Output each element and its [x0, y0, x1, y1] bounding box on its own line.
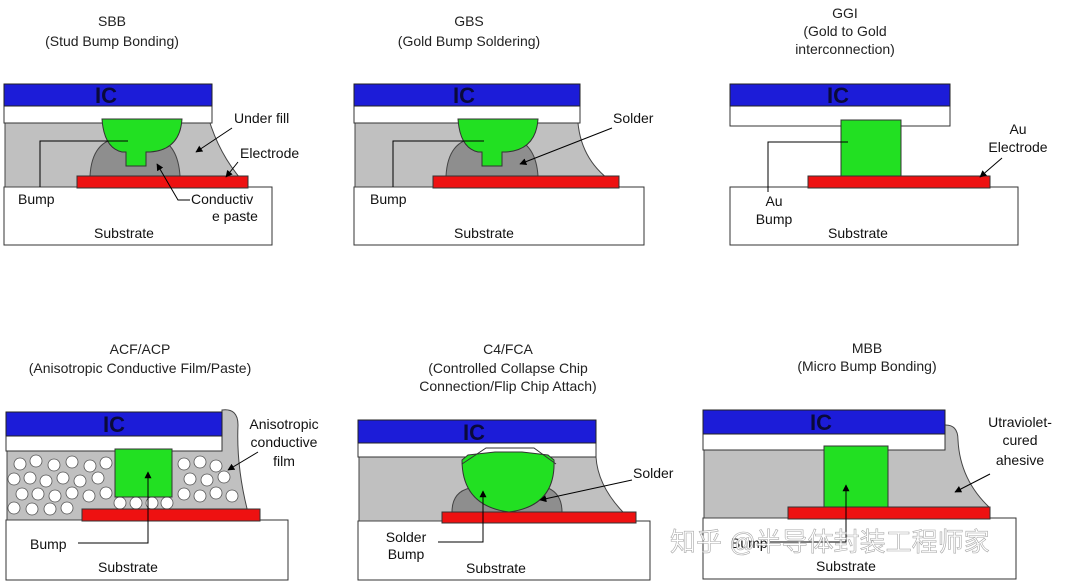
- ggi-au-bump: [840, 119, 902, 178]
- mbb-subtitle: (Micro Bump Bonding): [797, 358, 936, 374]
- acf-bump-label: Bump: [30, 536, 67, 552]
- gbs-bump-label: Bump: [370, 191, 407, 207]
- acf-substrate-label: Substrate: [98, 559, 158, 575]
- sbb-paste-arrow: [156, 163, 190, 201]
- mbb-title: MBB: [852, 340, 882, 356]
- gbs-electrode: [432, 175, 620, 189]
- ggi-subtitle-1: (Gold to Gold: [803, 23, 886, 39]
- acf-passivation: [5, 435, 223, 452]
- gbs-substrate: [353, 186, 645, 246]
- sbb-title: SBB: [98, 13, 126, 29]
- acf-film-arrow: [227, 451, 259, 471]
- ggi-substrate-label: Substrate: [828, 225, 888, 241]
- acf-subtitle: (Anisotropic Conductive Film/Paste): [29, 360, 252, 376]
- ggi-bump-label-2: Bump: [756, 211, 793, 227]
- ggi-bump-leader: [767, 141, 848, 192]
- mbb-ic-chip: [702, 409, 946, 435]
- sbb-ic-label: IC: [95, 83, 117, 108]
- sbb-stud-bump: [101, 118, 183, 167]
- ggi-subtitle-2: interconnection): [795, 41, 895, 57]
- ggi-electrode-arrow: [979, 157, 1003, 178]
- acf-film-label-3: film: [273, 453, 295, 469]
- gbs-bump-leader: [392, 140, 484, 187]
- gbs-ic-chip: [353, 83, 581, 107]
- sbb-bump-leader: [39, 140, 128, 187]
- ggi-substrate: [729, 186, 1019, 246]
- mbb-electrode: [787, 506, 991, 520]
- sbb-substrate-label: Substrate: [94, 225, 154, 241]
- mbb-bump-arrow: [770, 484, 850, 543]
- c4-title: C4/FCA: [483, 341, 533, 357]
- sbb-subtitle: (Stud Bump Bonding): [45, 33, 179, 49]
- c4-bump-label-2: Bump: [388, 546, 425, 562]
- c4-solder-label: Solder: [633, 465, 674, 481]
- panel-gbs: GBS (Gold Bump Soldering) IC Solder Bump…: [353, 13, 654, 246]
- c4-subtitle-2: Connection/Flip Chip Attach): [419, 378, 596, 394]
- panel-sbb: SBB (Stud Bump Bonding) IC Under fill El…: [3, 13, 299, 246]
- ggi-ic-label: IC: [827, 83, 849, 108]
- sbb-paste-label-1: Conductiv: [191, 191, 253, 207]
- acf-conductive-particles: [7, 454, 239, 516]
- sbb-electrode-label: Electrode: [240, 145, 299, 161]
- gbs-gold-bump: [457, 118, 539, 167]
- acf-title: ACF/ACP: [110, 341, 171, 357]
- c4-electrode: [441, 511, 637, 524]
- acf-substrate: [5, 519, 289, 581]
- ggi-title: GGI: [832, 5, 858, 21]
- gbs-substrate-label: Substrate: [454, 225, 514, 241]
- acf-film-label-2: conductive: [251, 434, 318, 450]
- acf-bump: [114, 448, 173, 498]
- sbb-electrode: [76, 175, 249, 189]
- c4-bump-pad: [461, 447, 557, 465]
- gbs-subtitle: (Gold Bump Soldering): [398, 33, 540, 49]
- ggi-electrode-label-1: Au: [1009, 121, 1026, 137]
- panel-acf: ACF/ACP (Anisotropic Conductive Film/Pas…: [5, 341, 319, 581]
- ggi-passivation: [729, 105, 951, 127]
- c4-ic-chip: [357, 419, 597, 444]
- panel-ggi: GGI (Gold to Gold interconnection) IC Au…: [729, 5, 1048, 246]
- ggi-au-electrode: [807, 175, 991, 189]
- watermark-text: 知乎 @半导体封装工程师家: [670, 527, 990, 557]
- mbb-adhesive-label-2: cured: [1002, 432, 1037, 448]
- mbb-adhesive-label-1: Utraviolet-: [988, 414, 1052, 430]
- gbs-ic-label: IC: [453, 83, 475, 108]
- sbb-electrode-arrow: [225, 161, 239, 178]
- c4-solder-arrow: [539, 479, 633, 503]
- sbb-substrate: [3, 186, 273, 246]
- sbb-underfill-arrow: [195, 127, 233, 153]
- acf-bump-arrow: [78, 471, 152, 544]
- mbb-adhesive-arrow: [954, 473, 991, 493]
- ggi-ic-chip: [729, 83, 951, 107]
- sbb-underfill-label: Under fill: [234, 110, 289, 126]
- mbb-adhesive-label-3: ahesive: [996, 452, 1044, 468]
- c4-ic-label: IC: [463, 420, 485, 445]
- acf-film-label-1: Anisotropic: [249, 416, 318, 432]
- mbb-bump-label: Bump: [731, 535, 768, 551]
- sbb-ic-chip: [3, 83, 213, 107]
- c4-bump-arrow: [438, 490, 487, 543]
- c4-bump-label-1: Solder: [386, 529, 427, 545]
- mbb-ic-label: IC: [810, 410, 832, 435]
- sbb-paste-label-2: e paste: [212, 208, 258, 224]
- mbb-micro-bump: [823, 445, 889, 509]
- gbs-solder-label: Solder: [613, 110, 654, 126]
- mbb-substrate: [702, 517, 1017, 580]
- acf-electrode: [81, 508, 261, 522]
- panel-mbb: MBB (Micro Bump Bonding) IC Utraviolet- …: [702, 340, 1052, 580]
- mbb-substrate-label: Substrate: [816, 558, 876, 574]
- acf-ic-chip: [5, 411, 223, 437]
- c4-substrate-label: Substrate: [466, 560, 526, 576]
- gbs-solder-arrow: [519, 127, 613, 165]
- sbb-bump-label: Bump: [18, 191, 55, 207]
- c4-subtitle-1: (Controlled Collapse Chip: [428, 360, 588, 376]
- ggi-bump-label-1: Au: [765, 193, 782, 209]
- ggi-electrode-label-2: Electrode: [988, 139, 1047, 155]
- panel-c4: C4/FCA (Controlled Collapse Chip Connect…: [357, 341, 674, 581]
- gbs-title: GBS: [454, 13, 484, 29]
- acf-ic-label: IC: [103, 412, 125, 437]
